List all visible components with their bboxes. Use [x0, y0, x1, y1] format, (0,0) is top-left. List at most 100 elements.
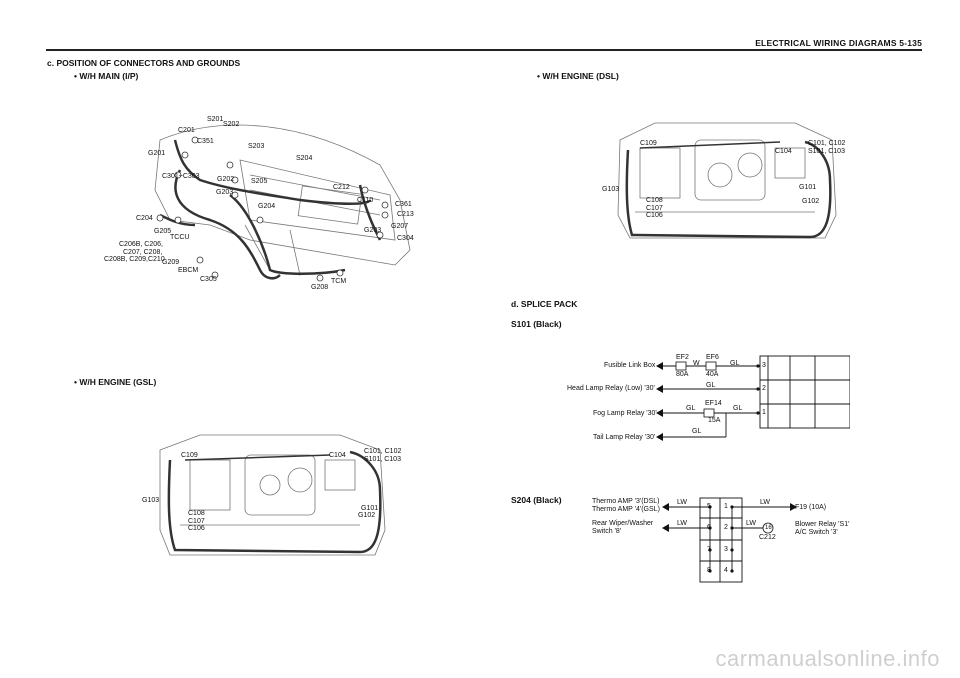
s101-fusible-link-box: Fusible Link Box: [604, 362, 656, 369]
s101-ef14: EF14: [705, 400, 722, 407]
label-s201: S201: [207, 116, 224, 123]
label-c207: C207, C208,: [123, 249, 163, 256]
s101-wire-gl2: GL: [706, 382, 716, 389]
dsl-label-c108: C108: [646, 197, 663, 204]
s204-c212: C212: [759, 534, 776, 541]
label-g208: G208: [311, 284, 329, 291]
dsl-label-s101: S101, C103: [808, 148, 845, 155]
label-c204: C204: [136, 215, 153, 222]
label-c304: C304: [397, 235, 414, 242]
gsl-label-c101: C101, C102: [364, 448, 402, 455]
label-g207: G207: [391, 223, 409, 230]
s204-pin-3: 3: [724, 546, 728, 553]
s204-c212-pin: 16: [765, 525, 772, 531]
gsl-label-g102: G102: [358, 512, 376, 519]
label-s203: S203: [248, 143, 265, 150]
s204-wire-lw2: LW: [677, 520, 687, 527]
label-g201: G201: [148, 150, 166, 157]
s204-blower-relay: Blower Relay 'S1': [795, 521, 850, 528]
page-header: ELECTRICAL WIRING DIAGRAMS 5-135: [755, 38, 922, 48]
s101-ef2: EF2: [676, 354, 689, 361]
dsl-label-c101: C101, C102: [808, 140, 846, 147]
s101-ef6-amp: 40A: [706, 371, 719, 378]
label-c206: C206B, C206,: [119, 241, 163, 248]
label-tcm: TCM: [331, 278, 347, 285]
s204-pin-5: 5: [707, 503, 711, 510]
s204-wire-lw1: LW: [677, 499, 687, 506]
s204-rear-wiper-1: Rear Wiper/Washer: [592, 520, 654, 527]
label-c208: C208B, C209,C210: [104, 256, 165, 263]
label-s202: S202: [223, 121, 240, 128]
label-c201: C201: [178, 127, 195, 134]
s204-f19: F19 (10A): [795, 504, 827, 511]
engine-gsl-harness-diagram: [159, 434, 386, 556]
s204-pin-1: 1: [724, 503, 728, 510]
s101-splice-diagram: [656, 355, 850, 441]
section-c-title: c. POSITION OF CONNECTORS AND GROUNDS: [47, 58, 241, 68]
s101-ef14-amp: 15A: [708, 417, 721, 424]
s204-wire-lw4: LW: [746, 520, 756, 527]
gsl-label-c108: C108: [188, 510, 205, 517]
s101-pin-1: 1: [762, 409, 766, 416]
wh-engine-dsl-title: • W/H ENGINE (DSL): [537, 71, 619, 81]
dsl-label-c109: C109: [640, 140, 657, 147]
label-g202: G202: [217, 176, 235, 183]
label-c110: C110: [357, 197, 374, 204]
label-g209: G209: [162, 259, 180, 266]
header-rule: [46, 49, 922, 51]
s101-wire-gl4: GL: [733, 405, 743, 412]
gsl-label-g101: G101: [361, 505, 379, 512]
dsl-label-c107: C107: [646, 205, 663, 212]
gsl-label-c107: C107: [188, 518, 205, 525]
label-ebcm: EBCM: [178, 267, 199, 274]
s204-thermo-amp-dsl: Thermo AMP '3'(DSL): [592, 498, 660, 505]
s204-ac-switch: A/C Switch '3': [795, 529, 838, 536]
s101-pin-3: 3: [762, 362, 766, 369]
wh-main-ip-title: • W/H MAIN (I/P): [74, 71, 139, 81]
label-g203a: G203: [216, 189, 234, 196]
gsl-label-c106: C106: [188, 525, 205, 532]
dsl-label-c106: C106: [646, 212, 663, 219]
gsl-label-c109: C109: [181, 452, 198, 459]
label-s204: S204: [296, 155, 313, 162]
label-c351: C351: [197, 138, 214, 145]
s101-wire-gl1: GL: [730, 360, 740, 367]
wh-engine-gsl-title: • W/H ENGINE (GSL): [74, 377, 157, 387]
s204-wire-lw3: LW: [760, 499, 770, 506]
dsl-label-g103: G103: [602, 186, 620, 193]
s101-ef6: EF6: [706, 354, 719, 361]
label-c361: C361: [395, 201, 412, 208]
s101-ef2-amp: 80A: [676, 371, 689, 378]
s101-fog-lamp-relay: Fog Lamp Relay '30': [593, 410, 657, 417]
s101-title: S101 (Black): [511, 319, 562, 329]
s101-head-lamp-relay: Head Lamp Relay (Low) '30': [567, 385, 655, 392]
s204-pin-8: 8: [707, 567, 711, 574]
s101-tail-lamp-relay: Tail Lamp Relay '30': [593, 434, 656, 441]
label-g203b: G203: [364, 227, 382, 234]
label-g205: G205: [154, 228, 172, 235]
gsl-label-g103: G103: [142, 497, 160, 504]
label-c301-c303: C301~C303: [162, 173, 200, 180]
watermark: carmanualsonline.info: [715, 646, 940, 671]
s101-pin-2: 2: [762, 385, 766, 392]
gsl-label-c104: C104: [329, 452, 346, 459]
s204-pin-7: 7: [707, 546, 711, 553]
s101-wire-w: W: [693, 360, 700, 367]
dsl-label-c104: C104: [775, 148, 792, 155]
gsl-label-s101: S101, C103: [364, 456, 401, 463]
dsl-label-g102: G102: [802, 198, 820, 205]
label-tccu: TCCU: [170, 234, 190, 241]
label-g204: G204: [258, 203, 276, 210]
s204-title: S204 (Black): [511, 495, 562, 505]
s101-wire-gl3: GL: [686, 405, 696, 412]
instrument-panel-harness-diagram: [154, 124, 411, 282]
section-d-title: d. SPLICE PACK: [511, 299, 578, 309]
s204-pin-4: 4: [724, 567, 728, 574]
s204-pin-6: 6: [707, 524, 711, 531]
label-c212: C212: [333, 184, 350, 191]
label-s205: S205: [251, 178, 268, 185]
s204-thermo-amp-gsl: Thermo AMP '4'(GSL): [592, 506, 660, 513]
s204-pin-2: 2: [724, 524, 728, 531]
engine-dsl-harness-diagram: [617, 122, 837, 239]
s204-splice-diagram: [662, 497, 797, 583]
